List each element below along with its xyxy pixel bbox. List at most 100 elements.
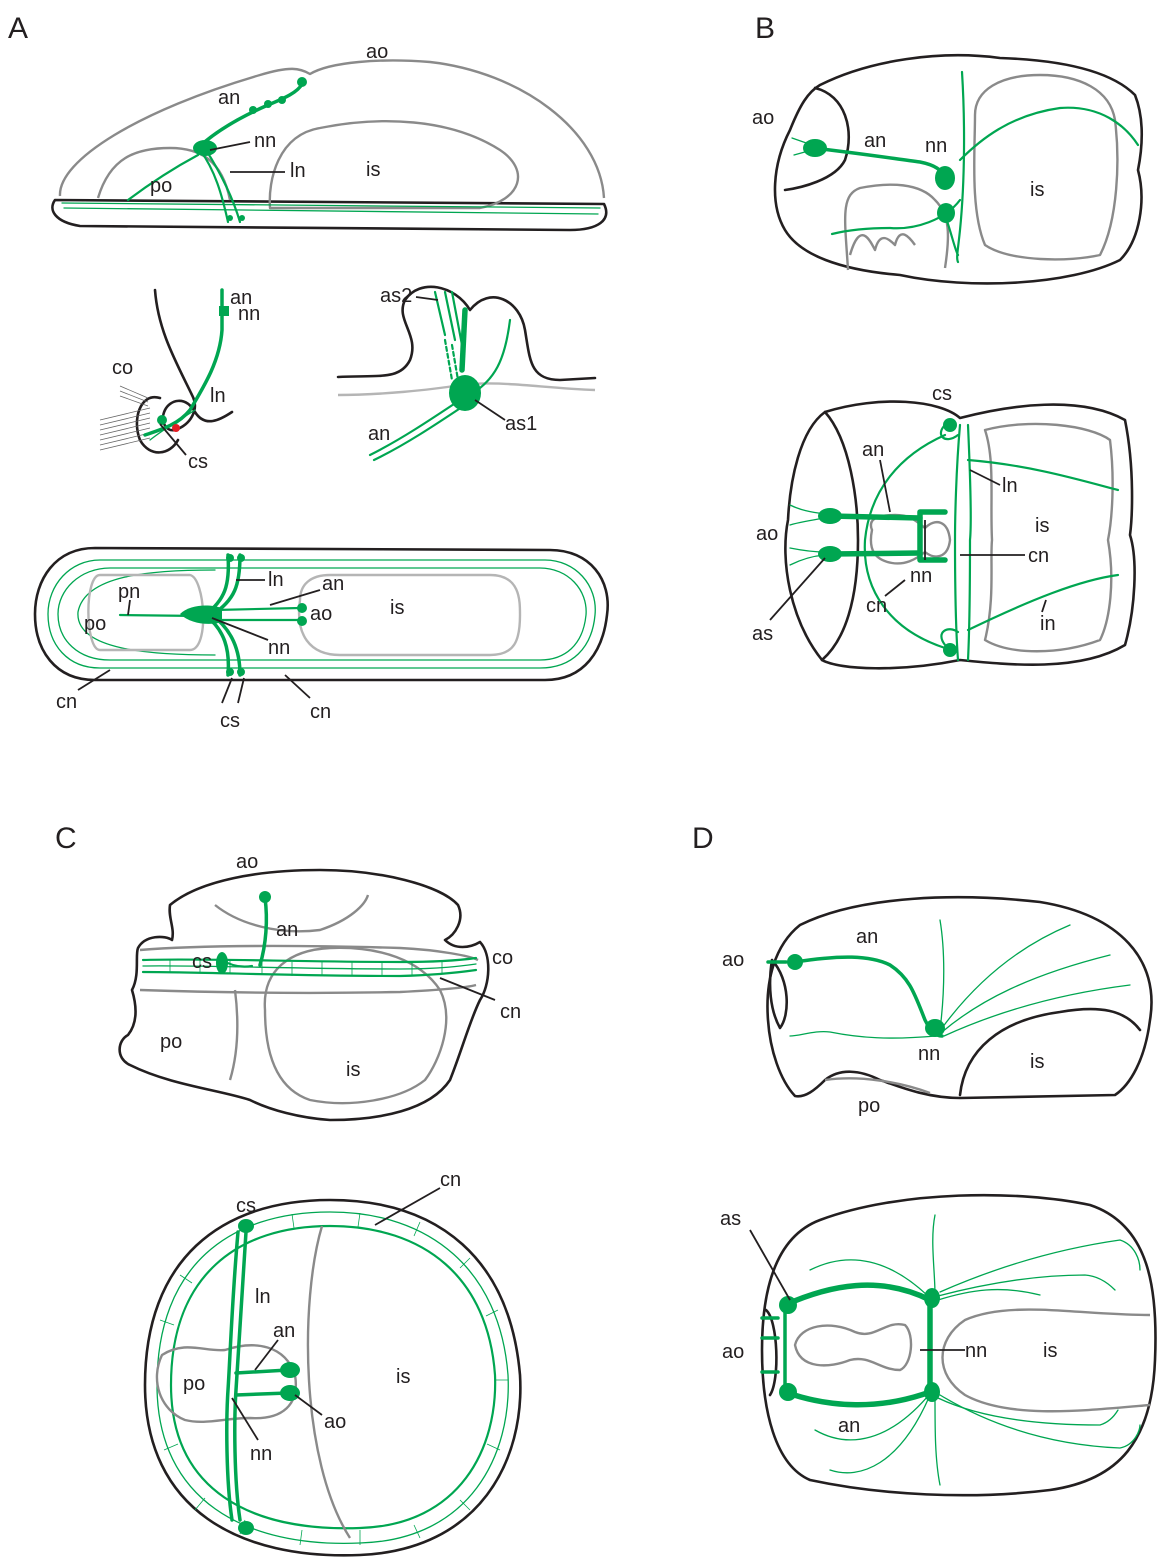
marginal-soma <box>239 215 245 221</box>
label-is: is <box>366 159 380 181</box>
label-co: co <box>492 947 513 969</box>
ciliary-soma <box>226 554 234 562</box>
label-an: an <box>322 573 344 595</box>
apical-lobe-outline <box>766 1310 776 1395</box>
label-po: po <box>84 613 106 635</box>
label-cs: cs <box>192 951 212 973</box>
body-outline <box>767 897 1151 1098</box>
label-ao: ao <box>722 1341 744 1363</box>
panel-b-lateral-view: ao an nn is <box>752 55 1142 283</box>
label-ln: ln <box>255 1286 271 1308</box>
organ-is <box>974 75 1117 259</box>
body-base-outline <box>52 200 606 230</box>
pointer <box>238 678 244 703</box>
label-pn: pn <box>118 581 140 603</box>
label-po: po <box>183 1373 205 1395</box>
body-outline <box>785 402 1134 669</box>
nerve-node <box>180 606 222 624</box>
dorsal-nerve <box>940 920 944 1030</box>
nerve-soma <box>264 100 272 108</box>
label-ln: ln <box>210 385 226 407</box>
label-cn: cn <box>1028 545 1049 567</box>
panel-c-dorsal-view: cs cn ln an po ao is nn <box>145 1169 520 1555</box>
panel-a-letter: A <box>8 12 28 45</box>
label-cs: cs <box>236 1195 256 1217</box>
ciliary-soma <box>238 1521 254 1535</box>
label-cs: cs <box>932 383 952 405</box>
peripheral-nerve <box>940 1395 1140 1448</box>
apical-organ-soma <box>779 1296 797 1314</box>
nerve-node <box>924 1288 940 1308</box>
ciliary-soma <box>943 418 957 432</box>
body-outline <box>762 1195 1156 1495</box>
label-cn: cn <box>440 1169 461 1191</box>
pointer <box>295 1395 322 1415</box>
label-po: po <box>858 1095 880 1117</box>
pointer <box>970 470 1000 485</box>
apical-organ-soma <box>297 616 307 626</box>
apical-nerve <box>260 898 266 965</box>
label-nn: nn <box>910 565 932 587</box>
nerve-node <box>935 166 955 190</box>
label-an: an <box>276 919 298 941</box>
apical-organ-soma <box>779 1383 797 1401</box>
peripheral-nerve <box>933 1215 935 1295</box>
ciliary-nerve <box>171 1226 495 1528</box>
apical-organ-soma <box>297 603 307 613</box>
ciliary-soma <box>226 668 234 676</box>
ciliary-soma <box>216 952 228 974</box>
ciliary-soma <box>157 415 167 425</box>
cilia-bundle <box>100 386 150 450</box>
label-nn: nn <box>254 130 276 152</box>
ciliary-soma <box>237 668 245 676</box>
nerve-soma <box>278 96 286 104</box>
panel-a-dorsal-view: ln an pn ao is po nn cn cs cn <box>35 548 608 732</box>
apical-organ-soma <box>803 139 827 157</box>
lateral-nerve <box>205 615 240 675</box>
panel-c-letter: C <box>55 822 77 855</box>
pointer <box>285 675 310 698</box>
apical-nerve <box>200 84 302 146</box>
panel-a-detail-apical: as2 as1 an <box>338 285 595 460</box>
label-ao: ao <box>366 41 388 63</box>
label-is: is <box>1035 515 1049 537</box>
lateral-nerve <box>200 150 240 222</box>
label-as1: as1 <box>505 413 537 435</box>
pointer <box>475 400 505 420</box>
body-outline <box>60 61 604 199</box>
label-nn: nn <box>918 1043 940 1065</box>
apical-organ-soma <box>818 546 842 562</box>
panel-c: C ao an cs co cn po is <box>55 822 521 1555</box>
nerve-soma <box>249 106 257 114</box>
lateral-nerve <box>227 1232 246 1520</box>
pointer <box>222 678 232 703</box>
label-nn: nn <box>250 1443 272 1465</box>
apical-nerve <box>785 1392 930 1405</box>
label-ao: ao <box>722 949 744 971</box>
apical-sensory-cell-1 <box>462 310 465 370</box>
apical-organ-soma <box>280 1385 300 1401</box>
label-as2: as2 <box>380 285 412 307</box>
panel-d-dorsal-view: as ao nn is an <box>720 1195 1156 1495</box>
panel-a-detail-ciliary: an nn co ln cs <box>100 287 260 473</box>
label-nn: nn <box>965 1340 987 1362</box>
label-an: an <box>856 926 878 948</box>
pointer <box>750 1230 790 1300</box>
label-cs: cs <box>220 710 240 732</box>
label-is: is <box>1043 1340 1057 1362</box>
peripheral-nerve <box>938 1290 1040 1300</box>
label-an: an <box>368 423 390 445</box>
label-co: co <box>112 357 133 379</box>
apical-organ-soma <box>280 1362 300 1378</box>
label-ao: ao <box>752 107 774 129</box>
ciliary-soma <box>943 643 957 657</box>
organ-is <box>308 1226 350 1538</box>
ciliary-soma <box>237 554 245 562</box>
apical-soma <box>449 375 481 411</box>
label-in: in <box>1040 613 1056 635</box>
lateral-nerve-branch <box>150 410 195 440</box>
label-cn: cn <box>310 701 331 723</box>
label-is: is <box>1030 1051 1044 1073</box>
panel-d: D an ao nn is po <box>692 822 1156 1495</box>
